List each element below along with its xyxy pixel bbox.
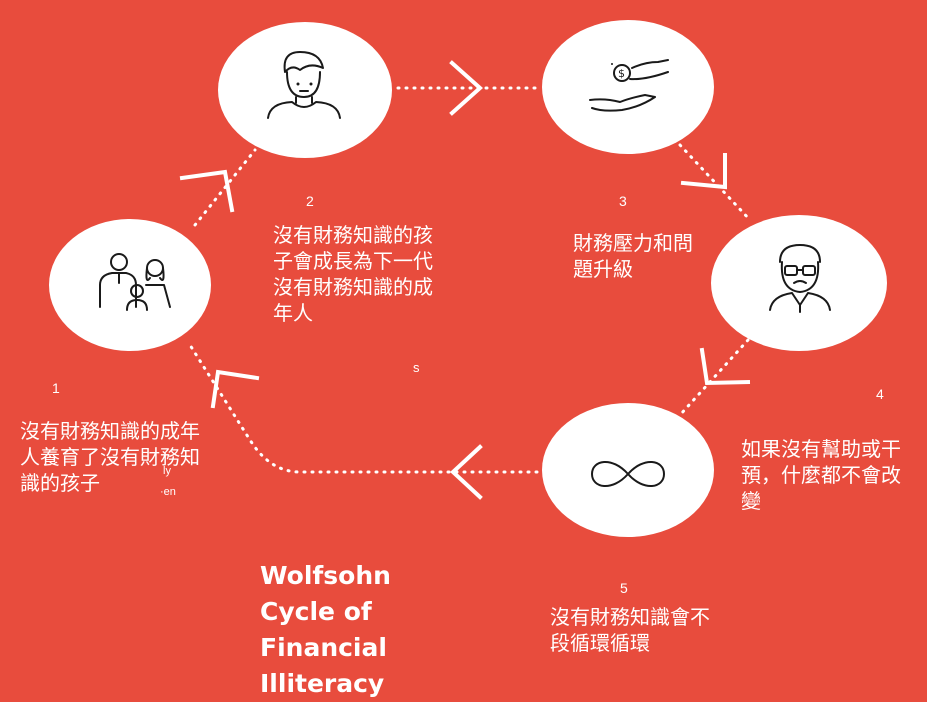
stray-glyph-s: s	[413, 360, 420, 375]
title-line-1: Wolfsohn	[260, 561, 391, 590]
node-3-number: 3	[619, 193, 627, 209]
title-line-2: Cycle of	[260, 597, 372, 626]
svg-text:$: $	[618, 67, 625, 80]
title-line-3: Financial	[260, 633, 387, 662]
node-3-text: 財務壓力和問題升級	[573, 231, 693, 281]
arrow-left-icon	[450, 444, 483, 500]
node-3-circle	[542, 20, 714, 154]
node-1-number: 1	[52, 380, 60, 396]
stray-glyph-en: ·en	[160, 486, 176, 498]
family-icon	[99, 253, 171, 311]
title-line-4: Illiteracy	[260, 669, 385, 698]
connector-3-to-4	[678, 143, 752, 222]
connector-5-to-1	[188, 343, 547, 474]
arrow-right-icon	[449, 60, 484, 116]
node-5-number: 5	[620, 580, 628, 596]
node-1-text: 沒有財務知識的成年人養育了沒有財務知識的孩子	[20, 419, 200, 495]
connector-4-to-5	[678, 338, 750, 417]
money-hands-icon: $	[589, 59, 669, 112]
stray-glyph-ly: ly	[163, 465, 171, 477]
infinity-icon	[591, 461, 665, 487]
node-5-circle	[542, 403, 714, 537]
connector-1-to-2	[193, 148, 257, 227]
node-4-number: 4	[876, 386, 884, 402]
arrow-down-right-icon	[680, 153, 727, 190]
young-man-icon	[267, 51, 341, 119]
node-2-number: 2	[306, 193, 314, 209]
arrow-up-left-icon	[179, 169, 235, 213]
node-1-circle	[49, 219, 211, 351]
node-5-text: 沒有財務知識會不段循環循環	[550, 605, 710, 655]
node-4-text: 如果沒有幫助或干預，什麼都不會改變	[741, 437, 901, 513]
connectors	[188, 86, 752, 474]
node-2-text: 沒有財務知識的孩子會成長為下一代沒有財務知識的成年人	[273, 223, 433, 325]
arrow-down-left-icon	[699, 347, 751, 386]
stressed-man-icon	[769, 244, 831, 313]
nodes	[49, 20, 887, 537]
arrows	[179, 60, 751, 500]
diagram-title: Wolfsohn Cycle of Financial Illiteracy	[260, 558, 391, 702]
arrow-up-left-lower-icon	[210, 369, 260, 409]
node-4-circle	[711, 215, 887, 351]
